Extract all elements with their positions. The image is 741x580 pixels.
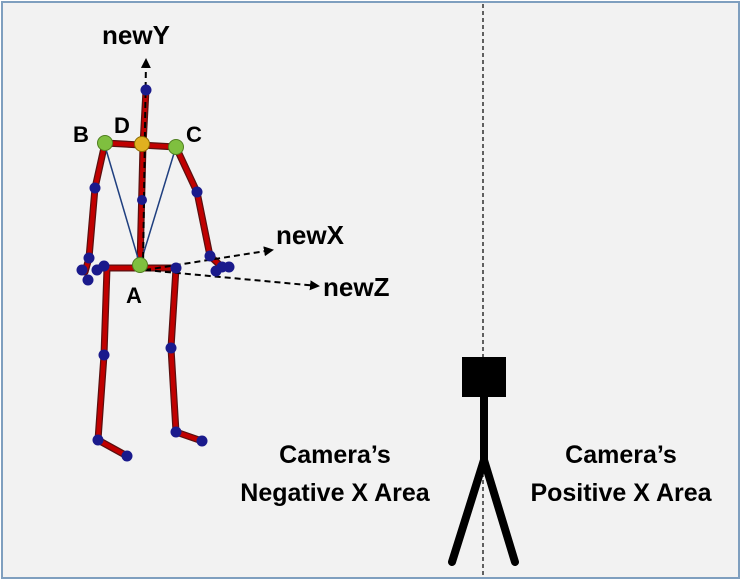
joint-right-knee <box>165 342 177 354</box>
joint-right-hand-2 <box>223 261 235 273</box>
skeleton-joints <box>76 84 235 462</box>
label-point-d: D <box>114 113 130 138</box>
joint-right-foot <box>196 435 208 447</box>
vectors-a-to-shoulders <box>104 145 176 266</box>
joint-left-ankle <box>92 434 104 446</box>
joint-left-elbow <box>89 182 101 194</box>
vector-a-b <box>104 145 141 266</box>
joint-right-wrist <box>204 250 216 262</box>
joint-c-right-shoulder <box>168 139 184 155</box>
label-point-c: C <box>186 122 202 147</box>
positive-x-area-label: Camera’s Positive X Area <box>530 441 712 507</box>
joint-b-left-shoulder <box>97 135 113 151</box>
label-point-a: A <box>126 283 142 308</box>
positive-area-line1: Camera’s <box>565 441 677 469</box>
axis-newZ <box>144 269 320 291</box>
joint-right-elbow <box>191 186 203 198</box>
joint-left-hand-1 <box>76 264 88 276</box>
joint-left-hand-2 <box>82 274 94 286</box>
joint-right-hip <box>170 262 182 274</box>
vector-a-c <box>139 149 176 266</box>
negative-area-line1: Camera’s <box>279 441 391 469</box>
joint-left-hip-2 <box>98 260 110 272</box>
label-newY: newY <box>102 20 170 50</box>
camera-leg-left <box>448 456 488 566</box>
positive-area-line2: Positive X Area <box>530 479 712 507</box>
label-newX: newX <box>276 220 345 250</box>
label-point-b: B <box>73 122 89 147</box>
negative-x-area-label: Camera’s Negative X Area <box>240 441 431 507</box>
joint-d-shoulder-center <box>134 136 150 152</box>
joint-left-foot <box>121 450 133 462</box>
camera-icon <box>448 357 519 566</box>
joint-left-knee <box>98 349 110 361</box>
camera-body <box>462 357 506 397</box>
joint-head <box>140 84 152 96</box>
camera-leg-right <box>480 456 519 566</box>
joint-right-ankle <box>170 426 182 438</box>
negative-area-line2: Negative X Area <box>240 479 431 507</box>
joint-left-wrist <box>83 252 95 264</box>
label-newZ: newZ <box>323 272 390 302</box>
joint-right-hand-3 <box>210 265 222 277</box>
joint-spine <box>137 195 147 205</box>
joint-a-hip-center <box>132 257 148 273</box>
